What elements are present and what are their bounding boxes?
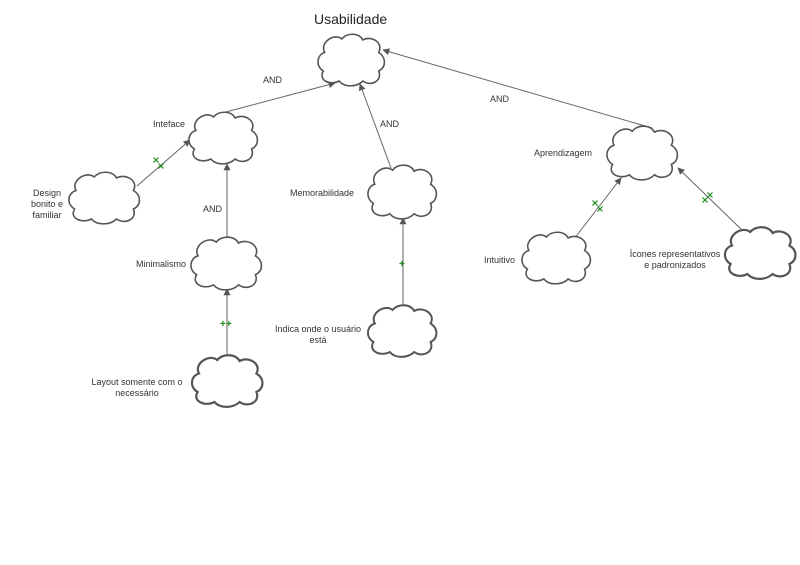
plus-label-indica: + <box>399 259 405 270</box>
node-label-memorabilidade: Memorabilidade <box>290 188 355 198</box>
contribution-mark-design-1 <box>153 157 159 163</box>
and-label-aprendizagem: AND <box>490 94 510 104</box>
node-label-icones-line-2: e padronizados <box>644 260 706 270</box>
and-label-minimalismo: AND <box>203 204 223 214</box>
edge-design-to-interface <box>136 139 191 187</box>
plus-plus-label-layout: ++ <box>220 319 232 330</box>
node-label-indica: Indica onde o usuário está <box>266 324 370 346</box>
diagram-clouds <box>68 33 797 408</box>
node-label-design-line-3: familiar <box>32 210 62 220</box>
node-label-design-line-1: Design <box>32 188 61 198</box>
diagram-edges <box>136 48 743 358</box>
cloud-memorabilidade <box>367 164 438 220</box>
edge-intuitivo-to-aprendizagem <box>573 177 622 240</box>
edge-interface-to-usabilidade <box>221 81 336 114</box>
node-label-indica-line-2: está <box>309 335 327 345</box>
contribution-mark-icones-2 <box>707 192 713 198</box>
cloud-layout <box>190 354 264 408</box>
and-label-memorabilidade: AND <box>380 119 400 129</box>
cloud-icones <box>723 226 797 280</box>
node-label-design: Design bonito e familiar <box>26 188 68 221</box>
contribution-mark-design-2 <box>158 163 164 169</box>
and-label-interface: AND <box>263 75 283 85</box>
node-label-icones-line-1: Ícones representativos <box>629 249 721 259</box>
node-label-indica-line-1: Indica onde o usuário <box>274 324 362 334</box>
node-label-minimalismo: Minimalismo <box>136 259 187 269</box>
node-label-layout-line-2: necessário <box>115 388 159 398</box>
contribution-mark-icones-1 <box>702 197 708 203</box>
cloud-minimalismo <box>190 236 263 291</box>
cloud-indica <box>366 304 438 358</box>
cloud-intuitivo <box>521 231 592 285</box>
node-label-layout: Layout somente com o necessário <box>82 377 192 399</box>
contribution-mark-intuitivo-1 <box>592 200 598 206</box>
contribution-mark-intuitivo-2 <box>597 206 603 212</box>
node-label-aprendizagem: Aprendizagem <box>534 148 593 158</box>
node-label-layout-line-1: Layout somente com o <box>91 377 183 387</box>
cloud-usabilidade <box>317 33 386 87</box>
node-label-interface: Inteface <box>153 119 186 129</box>
cloud-interface <box>188 111 259 165</box>
edge-aprendizagem-to-usabilidade <box>382 48 653 129</box>
diagram-title: Usabilidade <box>314 11 388 27</box>
node-label-intuitivo: Intuitivo <box>484 255 516 265</box>
node-label-icones: Ícones representativos e padronizados <box>620 249 730 271</box>
cloud-design <box>68 171 141 225</box>
cloud-aprendizagem <box>606 125 679 181</box>
edge-icones-to-aprendizagem <box>677 167 743 231</box>
edge-memorabilidade-to-usabilidade <box>358 83 392 169</box>
node-label-design-line-2: bonito e <box>30 199 64 209</box>
